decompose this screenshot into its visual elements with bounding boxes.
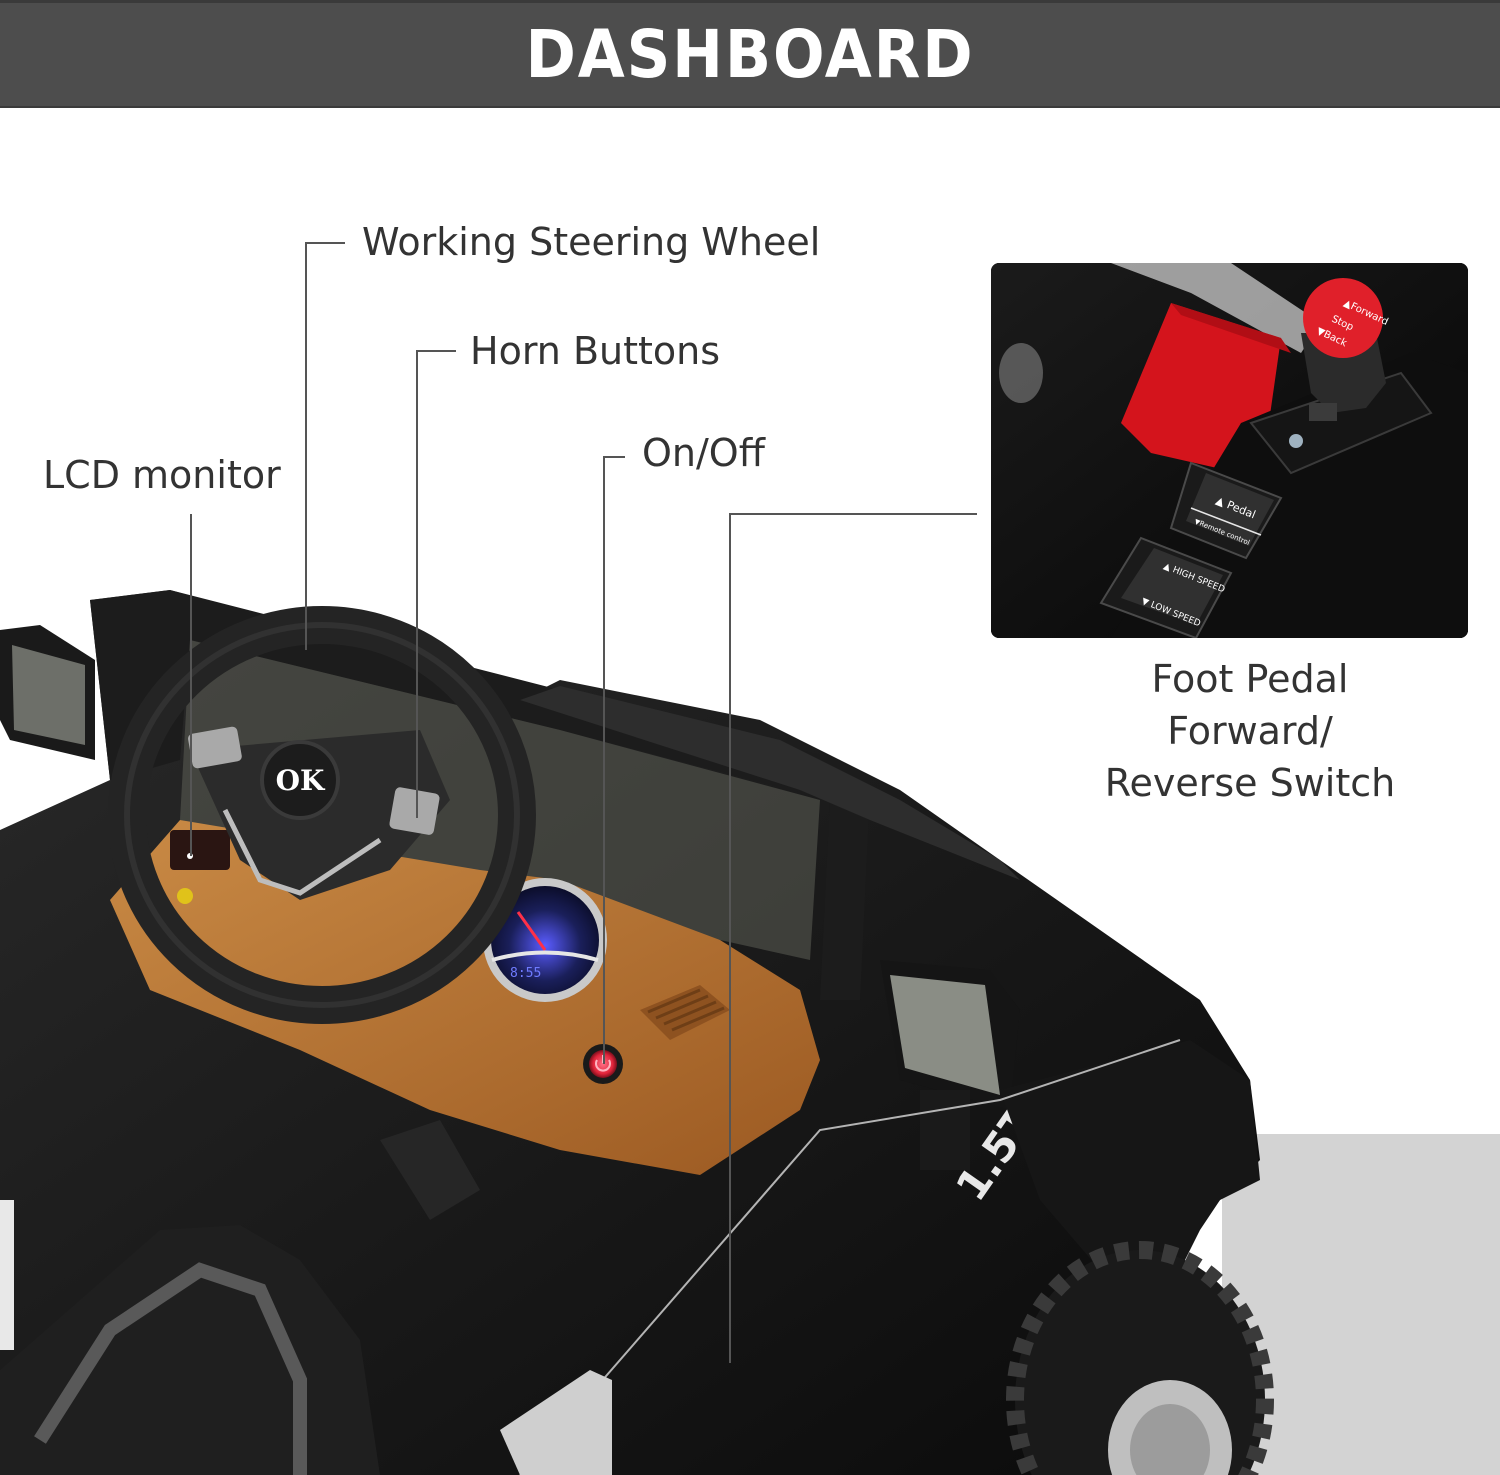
brand-logo: OK xyxy=(276,764,326,797)
callout-horn-buttons: Horn Buttons xyxy=(470,329,721,373)
horn-button-right xyxy=(389,787,440,835)
foot-pedal xyxy=(380,1120,480,1220)
header-banner: DASHBOARD xyxy=(0,0,1500,108)
speed-switch: ▲ HIGH SPEED ▼ LOW SPEED xyxy=(1099,536,1233,638)
shifter-closeup-image: ▲Forward Stop ▼Back ▲ Pedal ▼Remote cont… xyxy=(991,263,1468,638)
callout-lcd-monitor: LCD monitor xyxy=(43,453,281,497)
wheel xyxy=(1006,1241,1274,1475)
callout-on-off: On/Off xyxy=(642,431,765,475)
leader-line-steering-v xyxy=(305,242,307,650)
warning-sticker xyxy=(0,1200,14,1350)
direction-shifter-knob: ▲Forward Stop ▼Back xyxy=(1301,278,1390,421)
leader-line-lcd-v xyxy=(190,514,192,856)
leader-line-pedal-h xyxy=(729,513,977,515)
screw xyxy=(1289,434,1303,448)
page-title: DASHBOARD xyxy=(525,16,975,93)
leader-line-onoff-h xyxy=(603,456,625,458)
inset-caption: Foot Pedal Forward/ Reverse Switch xyxy=(1050,653,1450,809)
leader-line-pedal-v xyxy=(729,513,731,1363)
leader-line-horn-v xyxy=(416,350,418,818)
steering-wheel: OK xyxy=(108,606,536,1024)
floor-backdrop xyxy=(1222,1134,1500,1475)
pedal-remote-switch: ▲ Pedal ▼Remote control xyxy=(1169,461,1283,560)
lcd-clock: 8:55 xyxy=(510,966,541,981)
speedometer-gauge: 8:55 xyxy=(483,878,607,1002)
side-mirror-right xyxy=(880,960,1020,1170)
horn-button-left xyxy=(188,726,242,769)
foot-pedal-switch-inset: ▲Forward Stop ▼Back ▲ Pedal ▼Remote cont… xyxy=(991,263,1468,638)
leader-line-horn-h xyxy=(416,350,456,352)
side-mirror-left xyxy=(0,625,95,760)
inset-caption-line-1: Foot Pedal xyxy=(1151,657,1349,701)
vent-grille xyxy=(640,985,730,1040)
leader-line-onoff-v xyxy=(603,456,605,1064)
door-handle xyxy=(500,1370,612,1475)
callout-steering-wheel: Working Steering Wheel xyxy=(362,220,821,264)
leader-line-steering-h xyxy=(305,242,345,244)
inset-caption-line-3: Reverse Switch xyxy=(1104,761,1396,805)
inset-caption-line-2: Forward/ xyxy=(1167,709,1333,753)
lcd-panel xyxy=(170,830,230,870)
ride-on-car-image: 8:55 OK 1.5T xyxy=(0,590,1274,1475)
